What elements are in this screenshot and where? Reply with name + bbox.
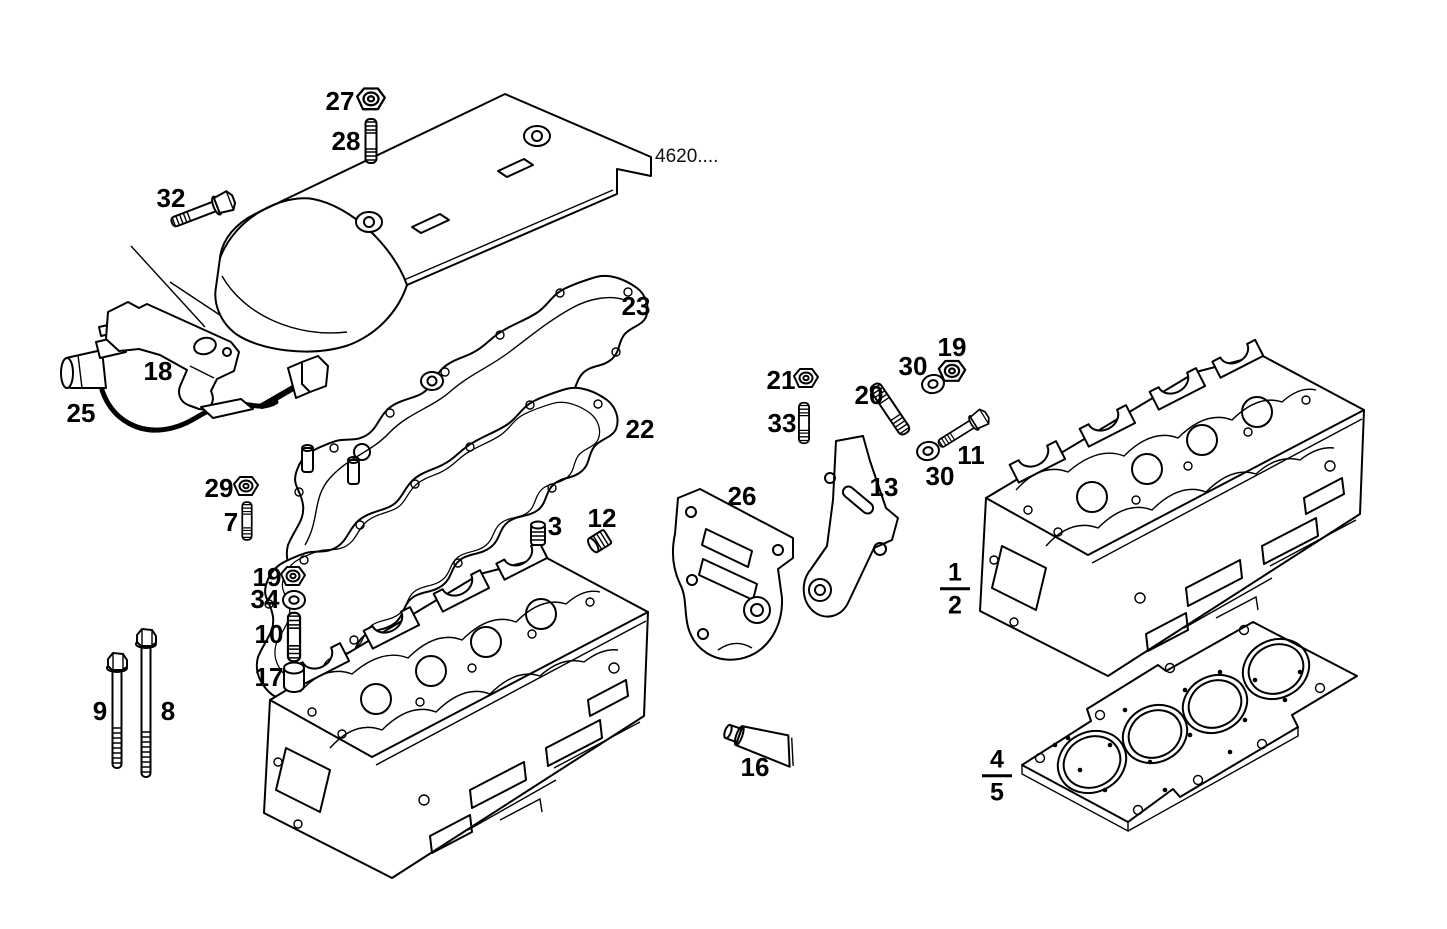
stud-33: [798, 401, 810, 445]
callout-33: 33: [767, 408, 797, 438]
callout-25: 25: [66, 398, 96, 428]
callout-8: 8: [160, 696, 176, 726]
drawing-code: 4620....: [655, 146, 719, 167]
stud-28: [364, 118, 378, 164]
callout-29: 29: [204, 473, 234, 503]
stud-10: [286, 611, 302, 663]
callout-fraction-1-2: 1 2: [940, 559, 970, 619]
callout-30-upper: 30: [898, 351, 928, 381]
camshaft-cover-23: [285, 274, 649, 589]
nut-19-left: [280, 566, 306, 586]
cover-grommet: [523, 125, 551, 147]
callout-12: 12: [587, 503, 617, 533]
nut-27: [356, 87, 386, 111]
fraction-bar: [940, 587, 970, 591]
callout-17: 17: [254, 662, 284, 692]
fraction-bar: [982, 774, 1012, 778]
callout-27: 27: [325, 86, 355, 116]
nut-29: [233, 476, 259, 496]
cover-gasket-22: [255, 386, 619, 701]
bolt-8: [135, 628, 157, 778]
cover-grommet: [355, 211, 383, 233]
washer-34: [282, 590, 306, 610]
callout-32: 32: [156, 183, 186, 213]
callout-18: 18: [143, 356, 173, 386]
bolt-9: [106, 652, 128, 769]
callout-20: 20: [854, 380, 884, 410]
callout-3: 3: [547, 511, 563, 541]
callout-30-lower: 30: [925, 461, 955, 491]
head-gasket: [1021, 621, 1358, 833]
callout-9: 9: [92, 696, 108, 726]
bracket-18: [105, 301, 254, 419]
fraction-top: 4: [990, 745, 1004, 774]
sealant-tube-16: [723, 723, 794, 768]
nut-19-right: [937, 359, 967, 382]
cylinder-head-right: [979, 338, 1365, 677]
callout-10: 10: [254, 619, 284, 649]
callout-34: 34: [250, 584, 280, 614]
callout-16: 16: [740, 752, 770, 782]
support-bracket-13: [802, 435, 899, 618]
plug-3: [530, 520, 546, 546]
callout-22: 22: [625, 414, 655, 444]
callout-19-left: 19: [252, 562, 282, 592]
fraction-bottom: 2: [948, 591, 962, 620]
callout-13: 13: [869, 472, 899, 502]
mount-plate-26: [671, 488, 794, 661]
callout-11: 11: [957, 440, 985, 470]
washer-30-lower: [914, 438, 942, 464]
fraction-bottom: 5: [990, 778, 1004, 807]
plug-12: [587, 529, 613, 554]
fraction-top: 1: [948, 558, 962, 587]
stud-7: [241, 501, 253, 541]
callout-21: 21: [766, 365, 796, 395]
valve-cover-shield: [214, 93, 652, 353]
callout-19-right: 19: [937, 332, 967, 362]
callout-fraction-4-5: 4 5: [982, 746, 1012, 806]
callout-7: 7: [223, 507, 239, 537]
nut-21: [793, 368, 819, 388]
cap-17: [283, 661, 305, 693]
callout-23: 23: [621, 291, 651, 321]
gasket-bores: [1056, 637, 1311, 795]
callout-26: 26: [727, 481, 757, 511]
callout-28: 28: [331, 126, 361, 156]
